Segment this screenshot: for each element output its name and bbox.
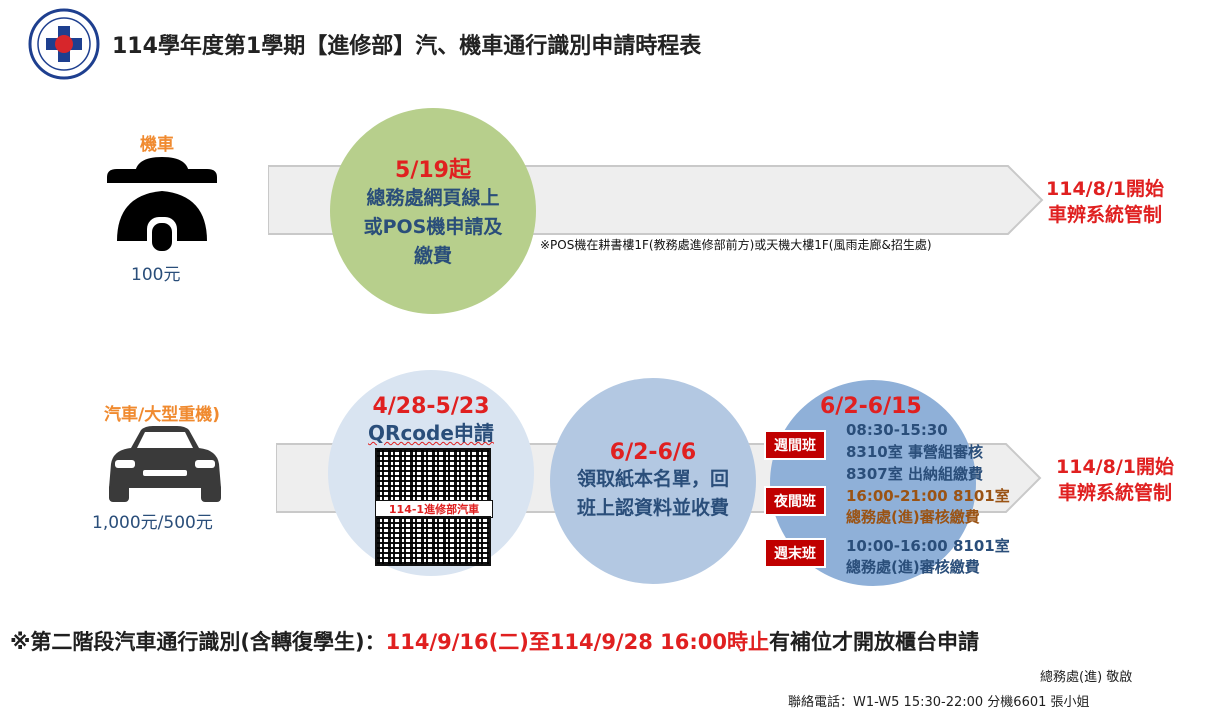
contact-info: 聯絡電話：W1-W5 15:30-22:00 分機6601 張小姐	[788, 695, 1090, 710]
qrcode-caption: 114-1進修部汽車	[375, 500, 493, 518]
second-phase-notice: ※第二階段汽車通行識別(含轉復學生)：114/9/16(二)至114/9/28 …	[10, 626, 979, 656]
motorcycle-apply-step: 5/19起 總務處網頁線上 或POS機申請及 繳費	[330, 108, 536, 314]
night-class-info: 16:00-21:00 8101室 總務處(進)審核繳費	[846, 486, 1010, 528]
night-class-tag: 夜間班	[764, 486, 826, 516]
motorcycle-label: 機車	[140, 135, 174, 155]
motorcycle-result-line-1: 114/8/1開始	[1046, 178, 1164, 200]
signature: 總務處(進) 敬啟	[1040, 670, 1133, 685]
car-result-line-2: 車辨系統管制	[1057, 482, 1172, 504]
school-logo-icon	[28, 8, 100, 80]
page-title: 114學年度第1學期【進修部】汽、機車通行識別申請時程表	[112, 34, 702, 59]
car-result: 114/8/1開始 車辨系統管制	[1056, 454, 1174, 506]
motorcycle-apply-line-1: 總務處網頁線上	[366, 186, 500, 209]
motorcycle-price: 100元	[131, 265, 181, 285]
car-qrcode-date: 4/28-5/23	[372, 394, 490, 419]
pos-location-note: ※POS機在耕書樓1F(教務處進修部前方)或天機大樓1F(風雨走廊&招生處)	[540, 238, 932, 252]
motorcycle-result: 114/8/1開始 車辨系統管制	[1046, 176, 1164, 228]
weekday-line-1: 08:30-15:30	[846, 421, 948, 439]
weekday-line-2: 8310室 事營組審核	[846, 443, 983, 461]
car-paper-list-line-2: 班上認資料並收費	[576, 496, 729, 519]
weekend-class-tag: 週末班	[764, 538, 826, 568]
motorcycle-apply-date: 5/19起	[395, 157, 471, 183]
notice-prefix: ※第二階段汽車通行識別(含轉復學生)：	[10, 630, 386, 654]
car-paper-list-date: 6/2-6/6	[609, 439, 697, 465]
weekend-class-info: 10:00-16:00 8101室 總務處(進)審核繳費	[846, 536, 1010, 578]
car-result-line-1: 114/8/1開始	[1056, 456, 1174, 478]
motorcycle-result-line-2: 車辨系統管制	[1047, 204, 1162, 226]
weekday-class-info: 08:30-15:30 8310室 事營組審核 8307室 出納組繳費	[846, 419, 983, 485]
motorcycle-icon	[107, 157, 217, 253]
notice-suffix: 有補位才開放櫃台申請	[768, 630, 979, 654]
notice-dates: 114/9/16(二)至114/9/28 16:00時止	[385, 630, 769, 654]
car-qrcode-label: QRcode申請	[368, 421, 494, 445]
qrcode-bottom-icon	[375, 516, 491, 566]
night-line-1: 16:00-21:00 8101室	[846, 487, 1010, 505]
weekend-line-1: 10:00-16:00 8101室	[846, 537, 1010, 555]
motorcycle-apply-line-3: 繳費	[413, 244, 452, 267]
car-paper-list-line-1: 領取紙本名單，回	[576, 467, 729, 490]
car-price: 1,000元/500元	[92, 513, 213, 533]
car-paper-list-step: 6/2-6/6 領取紙本名單，回 班上認資料並收費	[550, 378, 756, 584]
motorcycle-apply-line-2: 或POS機申請及	[363, 215, 503, 238]
car-label: 汽車/大型重機)	[104, 405, 220, 425]
weekday-line-3: 8307室 出納組繳費	[846, 465, 983, 483]
car-icon	[109, 426, 221, 502]
car-review-date: 6/2-6/15	[820, 394, 922, 419]
weekday-class-tag: 週間班	[764, 430, 826, 460]
weekend-line-2: 總務處(進)審核繳費	[846, 558, 980, 576]
night-line-2: 總務處(進)審核繳費	[846, 508, 980, 526]
qrcode-top-icon	[375, 448, 491, 504]
